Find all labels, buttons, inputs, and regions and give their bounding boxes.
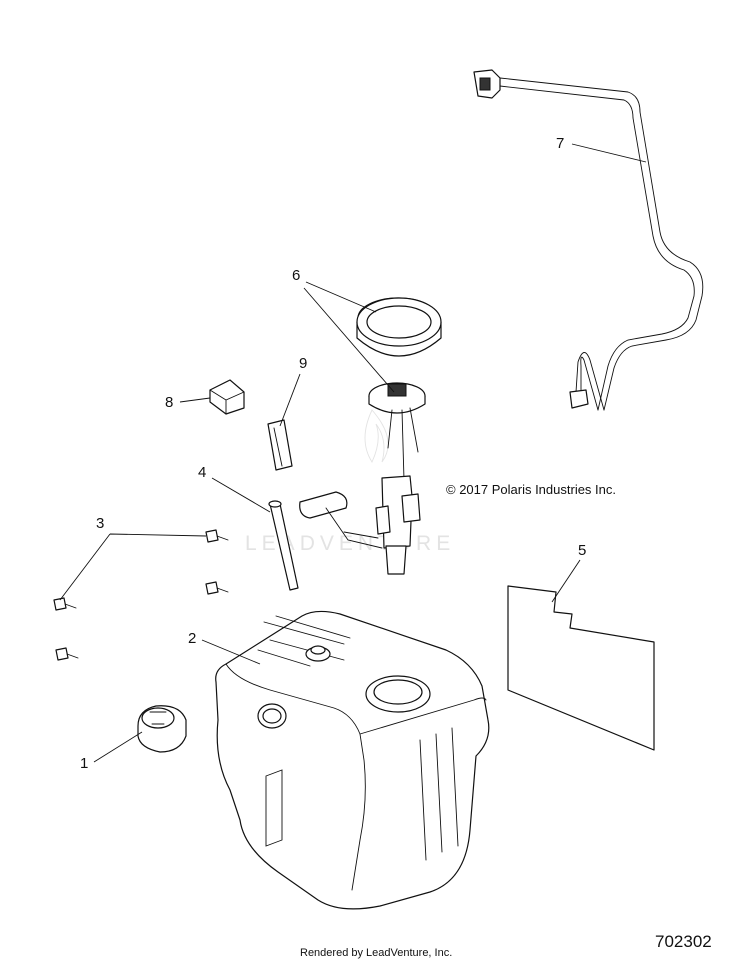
screw-4	[55, 647, 79, 661]
callout-6: 6	[292, 267, 395, 393]
drawing-number: 702302	[655, 932, 712, 951]
retaining-ring	[356, 297, 442, 357]
callout-2: 2	[188, 630, 261, 665]
screw-1	[205, 529, 229, 543]
callout-3: 3	[59, 515, 207, 601]
render-note: Rendered by LeadVenture, Inc.	[300, 947, 452, 959]
screws	[53, 529, 229, 661]
svg-text:9: 9	[299, 355, 307, 372]
callout-5: 5	[551, 542, 586, 603]
svg-text:5: 5	[578, 542, 586, 559]
svg-text:1: 1	[80, 755, 88, 772]
vent-tube	[268, 500, 299, 591]
watermark-text: LEADVENTURE	[245, 532, 455, 555]
fuel-tank	[215, 610, 490, 910]
callout-7: 7	[556, 135, 647, 163]
fuel-cap	[137, 705, 187, 753]
screw-3	[53, 597, 77, 611]
callout-1: 1	[80, 731, 143, 772]
svg-text:4: 4	[198, 464, 206, 481]
foam-block	[209, 379, 245, 415]
svg-text:6: 6	[292, 267, 300, 284]
svg-text:8: 8	[165, 394, 173, 411]
fuel-line	[473, 69, 704, 411]
callout-9: 9	[279, 355, 307, 427]
svg-text:2: 2	[188, 630, 196, 647]
svg-text:7: 7	[556, 135, 564, 152]
callout-8: 8	[165, 394, 211, 411]
copyright-text: © 2017 Polaris Industries Inc.	[446, 482, 616, 497]
svg-text:3: 3	[96, 515, 104, 532]
callout-4: 4	[198, 464, 271, 513]
foam-strip	[267, 419, 293, 471]
screw-2	[205, 581, 229, 595]
label-sheet	[507, 585, 655, 751]
